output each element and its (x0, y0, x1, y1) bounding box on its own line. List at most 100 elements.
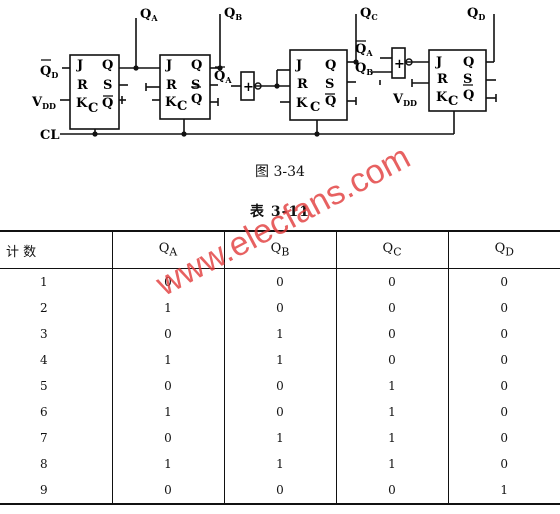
ff2-s-pin: S (191, 78, 200, 93)
gate-2-symbol: + (394, 57, 405, 72)
cell-qd: 0 (447, 425, 560, 451)
ff2-c-pin: C (177, 99, 187, 114)
cell-qc: 1 (335, 425, 448, 451)
gate-2-input-qb-label: QB (355, 61, 373, 77)
ff1-j-pin: J (76, 58, 83, 73)
ff4-s-pin: S (463, 72, 472, 87)
cell-count: 5 (40, 379, 48, 393)
ff2-k-pin: K (165, 95, 177, 110)
header-qc: QC (335, 230, 448, 269)
cell-qc: 0 (335, 347, 448, 373)
cell-count: 6 (40, 405, 48, 419)
cell-qb: 1 (223, 321, 336, 347)
cell-count: 3 (40, 327, 48, 341)
ff1-k-pin: K (76, 96, 88, 111)
cell-qb: 1 (223, 451, 336, 477)
cell-qb: 1 (223, 425, 336, 451)
ff3-s-pin: S (325, 77, 334, 92)
clock-label: CL (40, 128, 60, 143)
ff2-q-pin: Q (191, 58, 202, 73)
cell-qa: 0 (111, 268, 224, 295)
ff3-q-pin: Q (325, 58, 336, 73)
ff4-j-pin: J (435, 55, 442, 70)
output-qd-label: QD (467, 6, 485, 22)
ff4-c-pin: C (448, 94, 458, 109)
gate-2 (391, 47, 406, 79)
cell-count: 7 (40, 431, 48, 445)
cell-qb: 1 (223, 347, 336, 373)
cell-qd: 0 (447, 399, 560, 425)
cell-qb: 0 (223, 373, 336, 399)
cell-qa: 1 (111, 347, 224, 373)
vdd-label-2: VDD (392, 92, 417, 108)
cell-count: 8 (40, 457, 48, 471)
cell-count: 4 (40, 353, 48, 367)
cell-qa: 0 (111, 425, 224, 451)
ff3-j-pin: J (295, 58, 302, 73)
input-qd-bar-label: QD (40, 64, 58, 80)
cell-qd: 0 (447, 347, 560, 373)
cell-qd: 0 (447, 268, 560, 295)
output-qc-label: QC (360, 6, 378, 22)
cell-count: 9 (0, 477, 112, 505)
ff3-c-pin: C (310, 100, 320, 115)
cell-qa: 1 (111, 399, 224, 425)
ff2-j-pin: J (165, 58, 172, 73)
flip-flop-3 (289, 49, 348, 121)
cell-qd: 1 (447, 477, 560, 505)
header-count: 计 数 (0, 230, 112, 269)
cell-qc: 1 (335, 451, 448, 477)
cell-qa: 0 (111, 373, 224, 399)
ff2-r-pin: R (166, 78, 177, 93)
cell-count: 1 (40, 275, 48, 289)
ff1-c-pin: C (88, 101, 98, 116)
cell-qd: 0 (447, 451, 560, 477)
vdd-label-1: VDD (31, 95, 56, 111)
cell-qc: 1 (335, 399, 448, 425)
gate-2-input-qa-bar-label: QA (355, 42, 373, 58)
cell-qb: 0 (223, 268, 336, 295)
ff4-q-pin: Q (463, 55, 474, 70)
counter-circuit-diagram: J R K C Q S Q J R K C Q S Q J R K C Q S … (31, 6, 497, 143)
ff3-r-pin: R (297, 77, 308, 92)
ff1-r-pin: R (77, 78, 88, 93)
table-title: 表 3-11 (250, 204, 310, 220)
ff4-r-pin: R (437, 72, 448, 87)
cell-qc: 0 (335, 477, 448, 505)
cell-qa: 1 (111, 451, 224, 477)
cell-qc: 0 (335, 321, 448, 347)
cell-qd: 0 (447, 373, 560, 399)
cell-qb: 0 (223, 295, 336, 321)
ff1-s-pin: S (103, 78, 112, 93)
cell-qc: 1 (335, 373, 448, 399)
cell-qd: 0 (447, 295, 560, 321)
cell-qa: 0 (111, 321, 224, 347)
header-qb: QB (223, 230, 336, 269)
cell-count: 2 (40, 301, 48, 315)
ff1-q-pin: Q (102, 58, 113, 73)
cell-qa: 0 (111, 477, 224, 505)
ff3-qbar-pin: Q (325, 94, 336, 109)
cell-qa: 1 (111, 295, 224, 321)
output-qa-label: QA (140, 7, 158, 23)
cell-qb: 0 (223, 399, 336, 425)
figure-caption: 图 3-34 (255, 164, 305, 180)
gate-1-input-qa-bar-label: QA (214, 69, 232, 85)
table-header-row: 计 数 QA QB QC QD (0, 230, 560, 269)
cell-qc: 0 (335, 295, 448, 321)
ff2-qbar-pin: Q (191, 92, 202, 107)
cell-qc: 0 (335, 268, 448, 295)
ff3-k-pin: K (296, 96, 308, 111)
ff1-qbar-pin: Q (102, 96, 113, 111)
ff4-k-pin: K (436, 90, 448, 105)
